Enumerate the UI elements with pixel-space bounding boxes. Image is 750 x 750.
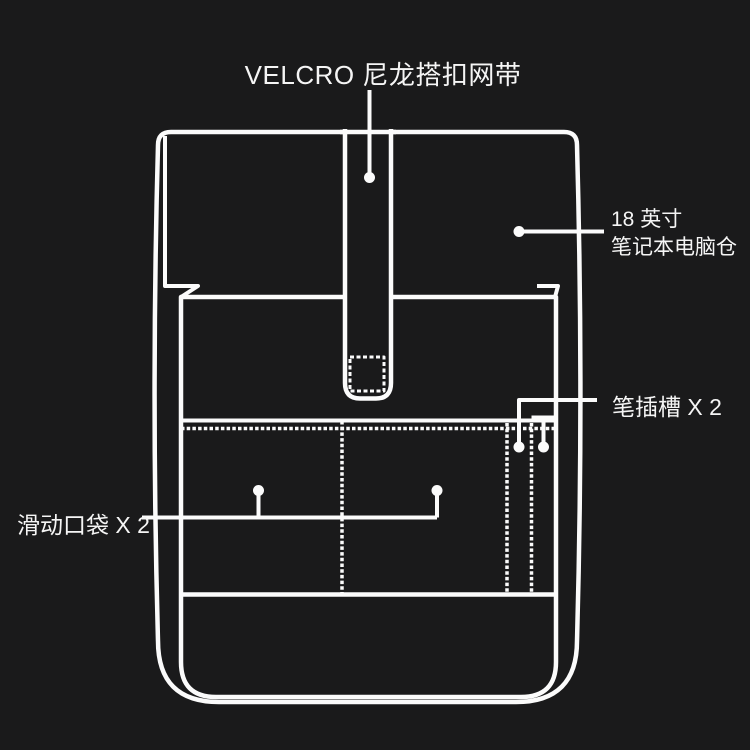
velcro-patch-stitch <box>348 355 386 393</box>
panel-right-fold <box>537 284 560 298</box>
label-laptop-compartment: 18 英寸 笔记本电脑仓 <box>611 206 737 262</box>
pen-leader-line <box>517 398 597 447</box>
sliding-callout-dot-1 <box>253 485 264 496</box>
velcro-callout-dot <box>364 172 375 183</box>
laptop-compartment-inner-wall <box>163 136 200 299</box>
pen-callout-dot-2 <box>538 441 549 453</box>
sliding-callout-dot-2 <box>431 485 443 496</box>
velcro-strap <box>342 129 394 401</box>
label-sliding-pockets: 滑动口袋 X 2 <box>17 512 150 538</box>
label-pen-slots: 笔插槽 X 2 <box>612 394 722 420</box>
label-velcro-strap: VELCRO 尼龙搭扣网带 <box>244 60 522 90</box>
label-laptop-line1: 18 英寸 <box>611 208 683 231</box>
label-laptop-line2: 笔记本电脑仓 <box>611 236 737 259</box>
bag-outline <box>152 129 583 705</box>
laptop-callout-dot <box>513 226 525 237</box>
pen-callout-dot-1 <box>513 441 525 453</box>
sliding-leader-line <box>142 494 439 520</box>
front-panel-outline <box>178 294 559 700</box>
